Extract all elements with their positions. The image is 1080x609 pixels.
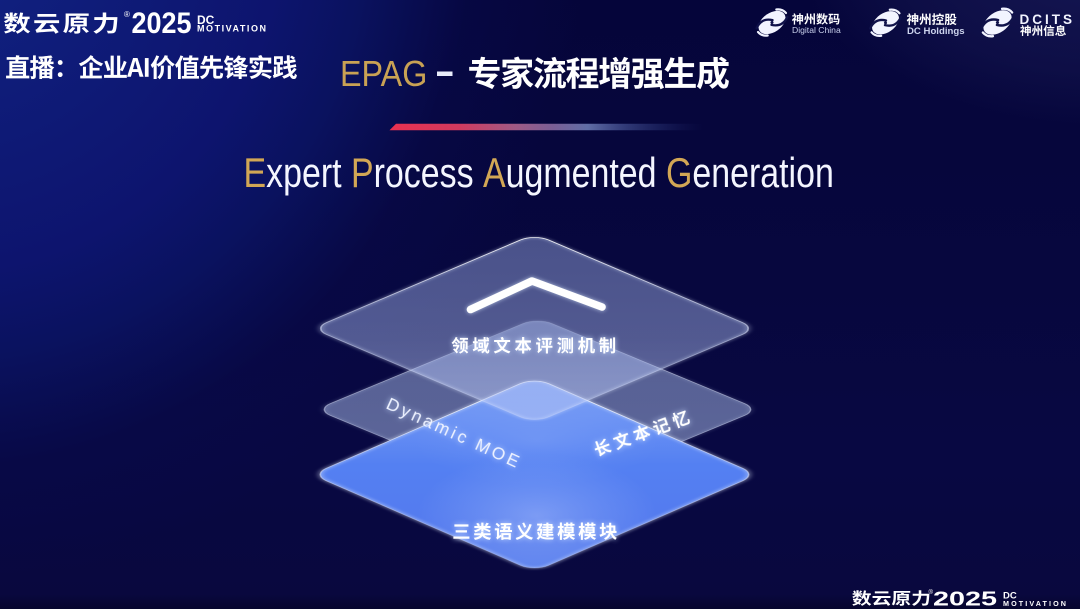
svg-text:MOTIVATION: MOTIVATION xyxy=(1003,599,1066,608)
svg-text:®: ® xyxy=(929,589,934,596)
svg-text:EPAG: EPAG xyxy=(340,54,427,94)
svg-text:DC Holdings: DC Holdings xyxy=(907,26,965,37)
svg-text:2025: 2025 xyxy=(132,7,192,40)
svg-text:MOTIVATION: MOTIVATION xyxy=(197,24,266,34)
svg-text:2025: 2025 xyxy=(933,589,997,609)
svg-text:DC: DC xyxy=(1003,591,1017,602)
svg-text:Expert Process Augmented Gener: Expert Process Augmented Generation xyxy=(244,150,834,197)
svg-text:Digital China: Digital China xyxy=(792,25,841,35)
svg-text:DCITS: DCITS xyxy=(1020,12,1073,27)
svg-text:DC: DC xyxy=(197,13,215,27)
svg-text:®: ® xyxy=(124,10,130,19)
